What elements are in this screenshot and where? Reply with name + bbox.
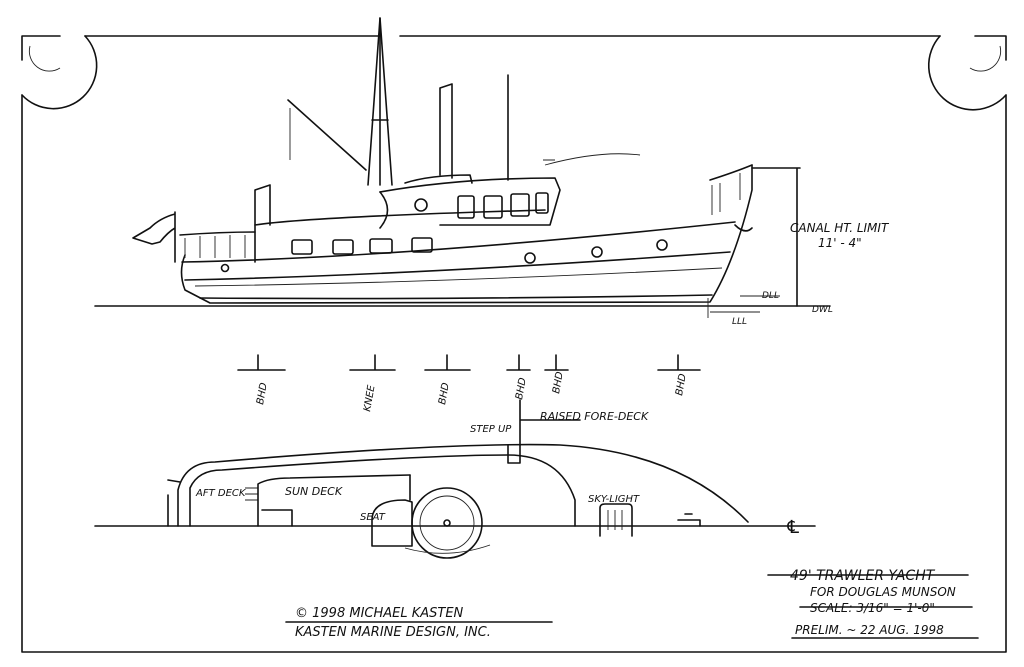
dwl-label: DWL bbox=[812, 305, 833, 315]
station-label-3: BHD bbox=[437, 382, 452, 406]
round-hatch bbox=[411, 487, 483, 559]
sun-deck-label: SUN DECK bbox=[285, 485, 343, 498]
station-label-4: BHD bbox=[514, 377, 529, 401]
portholes bbox=[220, 198, 668, 273]
pilothouse bbox=[379, 177, 561, 226]
sky-light-label: SKY-LIGHT bbox=[588, 494, 640, 505]
canal-height-label: CANAL HT. LIMIT bbox=[790, 221, 890, 235]
seat-label: SEAT bbox=[360, 512, 386, 523]
step-up-label: STEP UP bbox=[470, 424, 512, 435]
station-marks bbox=[237, 354, 701, 371]
aft-cabin bbox=[254, 209, 546, 263]
copyright-line2: KASTEN MARINE DESIGN, INC. bbox=[295, 625, 491, 640]
station-label-6: BHD bbox=[674, 373, 689, 397]
lll-label: LLL bbox=[732, 317, 747, 327]
station-label-5: BHD bbox=[551, 371, 566, 395]
plan-view: ℄ bbox=[94, 399, 816, 559]
title-block bbox=[285, 574, 979, 639]
hull-outline bbox=[180, 164, 753, 304]
station-label-1: BHD bbox=[255, 382, 270, 406]
seat bbox=[371, 499, 413, 547]
dll-label: DLL bbox=[762, 291, 779, 301]
plan-hull-outline bbox=[177, 443, 749, 527]
centerline-symbol: ℄ bbox=[785, 517, 801, 538]
drawing-border bbox=[21, 35, 1007, 653]
stack bbox=[439, 83, 453, 179]
client: FOR DOUGLAS MUNSON bbox=[810, 585, 956, 599]
flag bbox=[132, 211, 176, 263]
pilothouse-windows bbox=[457, 192, 549, 219]
canal-height-value: 11' - 4" bbox=[818, 236, 862, 250]
boom bbox=[287, 99, 367, 171]
cabin-windows bbox=[291, 237, 433, 255]
scale: SCALE: 3/16" = 1'-0" bbox=[810, 601, 935, 615]
date: PRELIM. ~ 22 AUG. 1998 bbox=[795, 623, 944, 637]
profile-view bbox=[94, 17, 831, 318]
skylight bbox=[599, 503, 633, 537]
raised-fore-deck-label: RAISED FORE-DECK bbox=[540, 410, 649, 423]
title: 49' TRAWLER YACHT bbox=[790, 568, 936, 584]
station-label-2: KNEE bbox=[362, 384, 378, 413]
aft-deck-label: AFT DECK bbox=[195, 488, 247, 499]
copyright-line1: © 1998 MICHAEL KASTEN bbox=[295, 606, 464, 621]
